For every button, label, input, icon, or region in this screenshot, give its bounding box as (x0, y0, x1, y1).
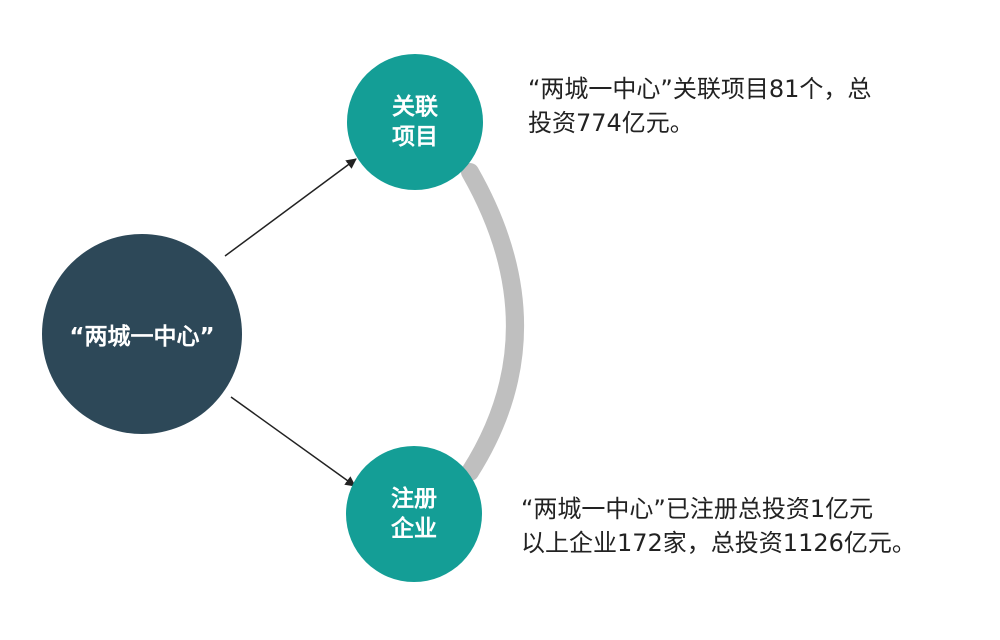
center-node-two-cities-one-center: “两城一中心” (42, 234, 242, 434)
registered-companies-description: “两城一中心”已注册总投资1亿元 以上企业172家，总投资1126亿元。 (521, 492, 916, 560)
node-label-line: 注册 (391, 486, 437, 512)
description-line: “两城一中心”关联项目81个，总 (528, 75, 872, 103)
node-label-line: 企业 (391, 516, 437, 542)
description-line: 以上企业172家，总投资1126亿元。 (521, 529, 916, 557)
arrow-to-related-projects (224, 158, 357, 257)
node-label-line: 项目 (392, 124, 438, 150)
connector-arc (461, 163, 524, 481)
description-line: “两城一中心”已注册总投资1亿元 (521, 495, 874, 523)
arrow-to-registered-companies (230, 396, 356, 487)
node-label-line: 关联 (392, 94, 438, 120)
node-registered-companies: 注册 企业 (346, 446, 482, 582)
description-line: 投资774亿元。 (528, 109, 694, 137)
center-node-label: “两城一中心” (69, 324, 215, 350)
related-projects-description: “两城一中心”关联项目81个，总 投资774亿元。 (528, 72, 871, 140)
node-related-projects: 关联 项目 (347, 54, 483, 190)
